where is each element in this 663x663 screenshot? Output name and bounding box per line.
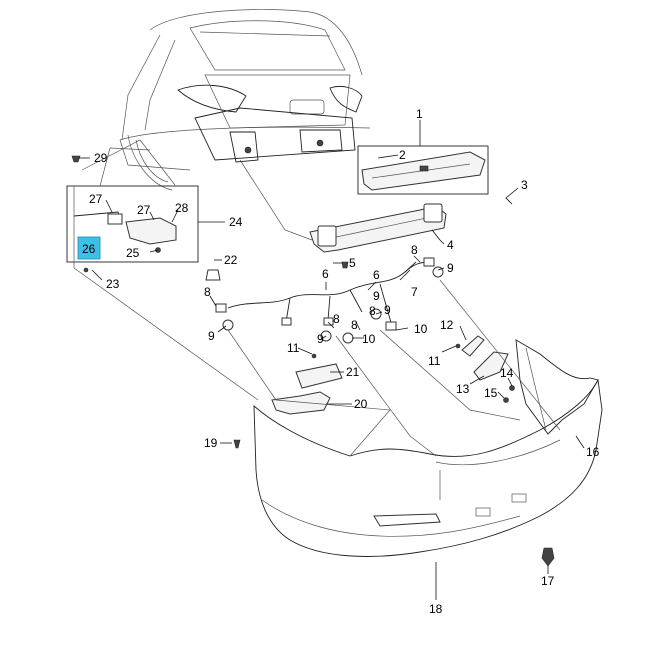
callout-1: 1 (416, 107, 423, 121)
callout-14: 14 (500, 366, 514, 380)
callout-11: 11 (428, 354, 441, 368)
vehicle-rear-outline (119, 9, 371, 191)
callout-18: 18 (429, 602, 443, 616)
fastener-19 (233, 439, 241, 449)
wiring-harness (215, 257, 435, 331)
callout-26: 26 (82, 242, 96, 256)
part-1-detail-box (357, 145, 489, 195)
callout-6: 6 (373, 268, 380, 282)
callout-8: 8 (369, 304, 376, 318)
inset-parts (73, 211, 177, 273)
detail-inset-box (66, 185, 199, 263)
callout-23: 23 (106, 277, 120, 291)
leader-lines (73, 120, 585, 600)
part-4-impact-bar (309, 203, 447, 253)
callout-5: 5 (349, 256, 356, 270)
fastener-11 (311, 343, 461, 359)
callout-19: 19 (204, 436, 218, 450)
callout-22: 22 (224, 253, 238, 267)
callout-25: 25 (126, 246, 140, 260)
part-1-bracket (361, 151, 486, 191)
callout-10: 10 (362, 332, 376, 346)
callout-24: 24 (229, 215, 243, 229)
parking-sensors (222, 266, 444, 344)
callout-27: 27 (89, 192, 103, 206)
callout-8: 8 (333, 312, 340, 326)
callout-16: 16 (586, 445, 600, 459)
callout-6: 6 (322, 267, 329, 281)
callout-3: 3 (521, 178, 528, 192)
highlighted-part-26-marker[interactable] (77, 236, 101, 260)
callout-15: 15 (484, 386, 498, 400)
callout-8: 8 (204, 285, 211, 299)
callout-9: 9 (317, 332, 324, 346)
callout-27: 27 (137, 203, 151, 217)
callout-29: 29 (94, 151, 108, 165)
callout-28: 28 (175, 201, 189, 215)
callout-10: 10 (414, 322, 428, 336)
bracket-20 (271, 391, 331, 415)
callout-9: 9 (373, 289, 380, 303)
callout-7: 7 (411, 285, 418, 299)
callout-9: 9 (208, 329, 215, 343)
callout-12: 12 (440, 318, 454, 332)
fastener-29 (71, 155, 81, 163)
callout-8: 8 (411, 243, 418, 257)
callout-4: 4 (447, 238, 454, 252)
bumper-fascia-18 (253, 339, 603, 557)
fastener-14-15 (503, 385, 515, 403)
clip-22 (205, 269, 221, 281)
callout-13: 13 (456, 382, 470, 396)
callout-8: 8 (351, 318, 358, 332)
callout-11: 11 (287, 341, 300, 355)
callout-21: 21 (346, 365, 360, 379)
callout-17: 17 (541, 574, 555, 588)
callout-9: 9 (447, 261, 454, 275)
fastener-5 (341, 261, 349, 269)
callout-9: 9 (384, 303, 391, 317)
callout-2: 2 (399, 148, 406, 162)
callout-labels: 1 2 3 4 5 6 6 7 8 8 8 8 8 9 9 9 9 9 10 1… (89, 107, 600, 616)
callout-20: 20 (354, 397, 368, 411)
fastener-17 (541, 547, 555, 567)
bracket-21 (295, 363, 343, 389)
